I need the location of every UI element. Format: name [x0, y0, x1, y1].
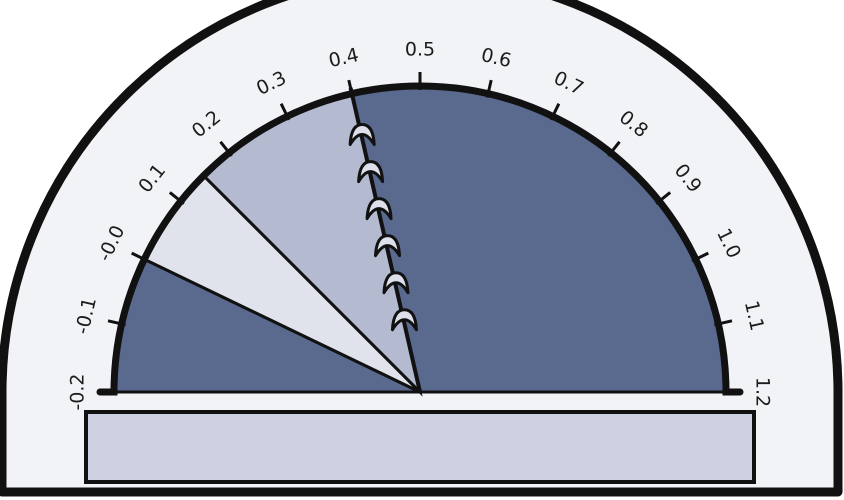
tick-label: 1.2: [752, 377, 774, 407]
display-panel: [86, 412, 754, 482]
tick-label: 0.5: [405, 39, 435, 61]
tick-label: -0.2: [67, 373, 89, 410]
